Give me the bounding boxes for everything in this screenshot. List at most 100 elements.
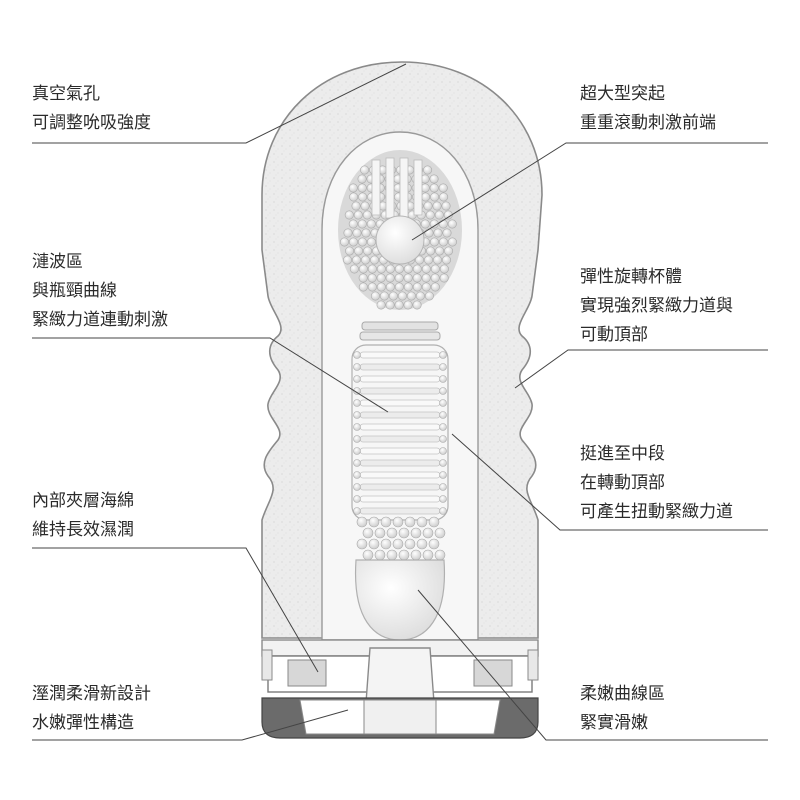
head-bump	[376, 282, 386, 292]
side-nub	[353, 375, 361, 383]
head-bump	[429, 219, 439, 229]
head-bump	[385, 282, 395, 292]
head-bump	[447, 219, 457, 229]
head-bump	[435, 246, 445, 256]
lower-bump	[380, 538, 392, 550]
head-bump	[367, 273, 377, 283]
head-bump	[360, 165, 370, 175]
head-bump	[403, 282, 413, 292]
head-bump	[385, 300, 395, 310]
side-nub	[439, 411, 447, 419]
head-bump	[349, 264, 359, 274]
head-bump	[344, 210, 354, 220]
head-bump	[429, 174, 439, 184]
head-bump	[430, 192, 440, 202]
head-bump	[394, 300, 404, 310]
head-bump	[434, 210, 444, 220]
head-bump	[367, 282, 377, 292]
head-bump	[362, 210, 372, 220]
callout-top-bump: 超大型突起 重重滾動刺激前端	[580, 80, 716, 138]
head-bump	[366, 237, 376, 247]
head-bump	[429, 183, 439, 193]
head-bump	[385, 273, 395, 283]
head-bump	[421, 192, 431, 202]
callout-vacuum-hole-line2: 可調整吮吸強度	[32, 113, 151, 133]
lower-bump	[392, 516, 404, 528]
callout-sponge-line2: 維持長效濕潤	[32, 520, 134, 540]
head-bump	[444, 246, 454, 256]
sleeve-rib	[359, 375, 441, 383]
lower-bump	[386, 527, 398, 539]
head-bump	[397, 291, 407, 301]
side-nub	[353, 495, 361, 503]
sleeve-rib	[359, 351, 441, 359]
lower-bump	[374, 549, 386, 561]
side-nub	[439, 363, 447, 371]
callout-middle-section: 挺進至中段 在轉動頂部 可產生扭動緊緻力道	[580, 440, 733, 527]
side-nub	[353, 423, 361, 431]
head-bump	[376, 273, 386, 283]
head-bump	[349, 192, 359, 202]
lower-bump	[398, 527, 410, 539]
lower-bump	[362, 527, 374, 539]
side-nub	[353, 483, 361, 491]
ribbed-sleeve	[351, 344, 449, 521]
head-bump	[348, 219, 358, 229]
callout-curve-zone-line2: 緊實滑嫩	[580, 713, 648, 733]
head-bump	[353, 210, 363, 220]
sleeve-rib	[359, 399, 441, 407]
callout-wave-zone: 漣波區 與瓶頸曲線 緊緻力道連動刺激	[32, 248, 168, 335]
side-nub	[353, 363, 361, 371]
callout-soft-material-line1: 溼潤柔滑新設計	[32, 684, 151, 704]
side-nub	[439, 399, 447, 407]
callout-middle-section-line1: 挺進至中段	[580, 444, 665, 464]
side-nub	[353, 351, 361, 359]
head-bump	[361, 255, 371, 265]
head-bump	[438, 219, 448, 229]
head-bump	[430, 273, 440, 283]
side-nub	[353, 387, 361, 395]
head-bump	[442, 255, 452, 265]
callout-middle-section-line3: 可產生扭動緊緻力道	[580, 502, 733, 522]
head-bump	[357, 219, 367, 229]
callout-vacuum-hole: 真空氣孔 可調整吮吸強度	[32, 80, 151, 138]
side-nub	[353, 459, 361, 467]
lower-bump	[410, 527, 422, 539]
lower-bump	[410, 549, 422, 561]
lower-bump	[356, 516, 368, 528]
head-bump	[433, 228, 443, 238]
head-bump	[379, 291, 389, 301]
leader-lines	[32, 63, 768, 741]
head-bump	[366, 219, 376, 229]
head-bump	[426, 246, 436, 256]
sleeve-rib	[359, 495, 441, 503]
head-bump	[430, 282, 440, 292]
head-bump	[425, 210, 435, 220]
callout-soft-material: 溼潤柔滑新設計 水嫩彈性構造	[32, 680, 151, 738]
side-nub	[353, 447, 361, 455]
sleeve-rib	[359, 387, 441, 395]
head-bump	[442, 228, 452, 238]
head-bump	[370, 255, 380, 265]
head-bump	[424, 255, 434, 265]
side-nub	[439, 447, 447, 455]
head-bump	[412, 282, 422, 292]
head-bump	[367, 264, 377, 274]
sleeve-rib	[359, 507, 441, 515]
lower-bulb	[354, 516, 446, 641]
leader-sponge	[32, 547, 319, 673]
callout-vacuum-hole-line1: 真空氣孔	[32, 84, 100, 104]
head-bump	[394, 282, 404, 292]
head-bump	[424, 291, 434, 301]
lower-bump	[404, 538, 416, 550]
sleeve-rib	[359, 483, 441, 491]
head-bump	[439, 273, 449, 283]
side-nub	[439, 471, 447, 479]
lower-bump	[392, 538, 404, 550]
head-bump	[430, 264, 440, 274]
lower-bump	[398, 549, 410, 561]
leader-soft-material	[32, 709, 349, 741]
lower-bump	[434, 549, 446, 561]
head-bump	[343, 255, 353, 265]
